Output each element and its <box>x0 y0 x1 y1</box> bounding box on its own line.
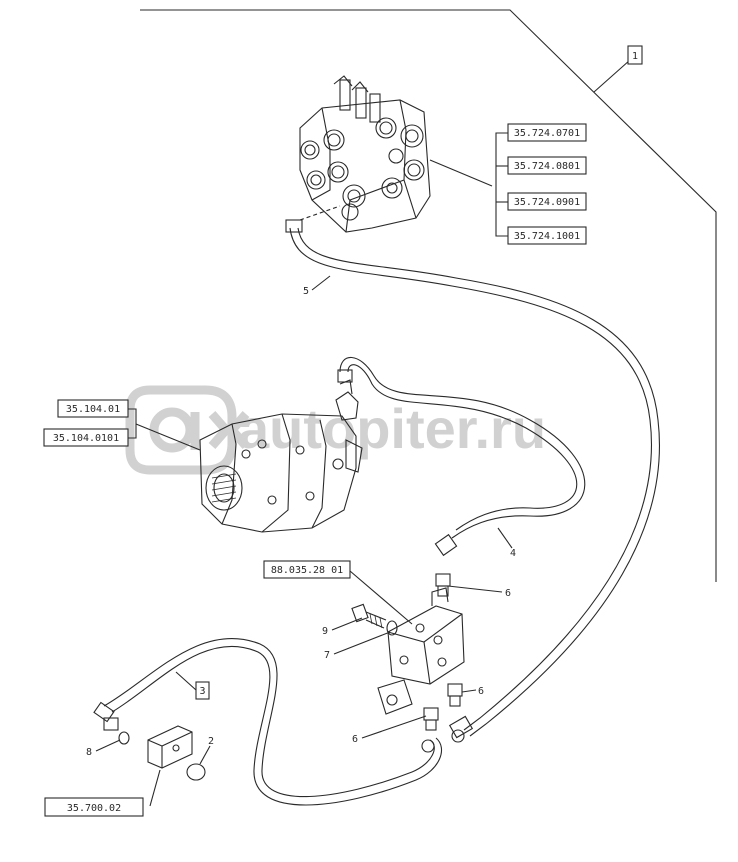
hose-4 <box>337 356 586 557</box>
gear-pump-drawing <box>199 379 363 533</box>
ref-box-35724090[interactable]: 35.724.0901 <box>507 192 587 211</box>
manifold-block-drawing <box>377 587 465 715</box>
callout-6a: 6 <box>505 588 511 599</box>
leader-manifold <box>349 570 413 625</box>
ref-box-35104010-label: 35.104.0101 <box>53 433 119 444</box>
assembly-bracket-line <box>140 9 717 582</box>
hose-5 <box>285 219 660 743</box>
ref-box-357000[interactable]: 35.700.02 <box>44 797 144 817</box>
leader-callout-6c <box>361 715 427 739</box>
ref-box-3[interactable]: 3 <box>195 681 210 700</box>
callout-9: 9 <box>322 626 328 637</box>
ref-box-3510401[interactable]: 35.104.01 <box>57 399 129 418</box>
fitting-6-top <box>435 573 451 597</box>
leader-ref-357000 <box>149 769 161 807</box>
callout-5: 5 <box>303 286 309 297</box>
callout-6c: 6 <box>352 734 358 745</box>
ref-box-88035-label: 88.035.28 01 <box>271 565 343 576</box>
ref-box-1-label: 1 <box>632 51 638 62</box>
ref-box-35724070[interactable]: 35.724.0701 <box>507 123 587 142</box>
fitting-6-right <box>447 683 463 707</box>
leader-callout-8 <box>95 739 121 752</box>
watermark-logo-icon <box>125 385 250 475</box>
callout-4: 4 <box>510 548 516 559</box>
callout-7: 7 <box>324 650 330 661</box>
leader-callout-4 <box>497 527 513 549</box>
control-valve-drawing <box>299 75 493 233</box>
ref-bracket-pump <box>128 408 137 439</box>
leader-pump-refs <box>135 423 201 451</box>
leader-callout-7 <box>333 631 391 655</box>
adapter-8 <box>103 717 130 745</box>
fitting-6-left <box>423 707 439 731</box>
valve-block-small <box>147 725 193 769</box>
ref-box-3-label: 3 <box>199 686 205 697</box>
hose-3 <box>93 637 443 806</box>
leader-ref-1 <box>593 59 631 93</box>
cap-2 <box>186 763 206 781</box>
washer-7 <box>386 620 398 636</box>
callout-6b: 6 <box>478 686 484 697</box>
leader-callout-9 <box>331 617 363 631</box>
ref-box-35724070-label: 35.724.0701 <box>514 128 580 139</box>
callout-8: 8 <box>86 747 92 758</box>
ref-box-3510401-label: 35.104.01 <box>66 404 120 415</box>
leader-callout-6b <box>461 689 477 693</box>
ref-box-35104010[interactable]: 35.104.0101 <box>43 428 129 447</box>
ref-box-35724100-label: 35.724.1001 <box>514 231 580 242</box>
ref-box-357000-label: 35.700.02 <box>67 803 121 814</box>
ref-box-1[interactable]: 1 <box>627 45 643 65</box>
leader-valve-refs <box>429 159 493 187</box>
callout-2: 2 <box>208 736 214 747</box>
leader-callout-5 <box>311 275 331 291</box>
ref-box-35724090-label: 35.724.0901 <box>514 197 580 208</box>
ref-box-35724100[interactable]: 35.724.1001 <box>507 226 587 245</box>
ref-box-35724080[interactable]: 35.724.0801 <box>507 156 587 175</box>
bolt-9 <box>351 603 387 629</box>
ref-box-88035[interactable]: 88.035.28 01 <box>263 560 351 579</box>
leader-ref-3 <box>175 671 197 691</box>
ref-box-35724080-label: 35.724.0801 <box>514 161 580 172</box>
leader-callout-2 <box>199 745 211 765</box>
ref-bracket-valve <box>495 132 508 237</box>
leader-callout-6a <box>447 585 503 593</box>
